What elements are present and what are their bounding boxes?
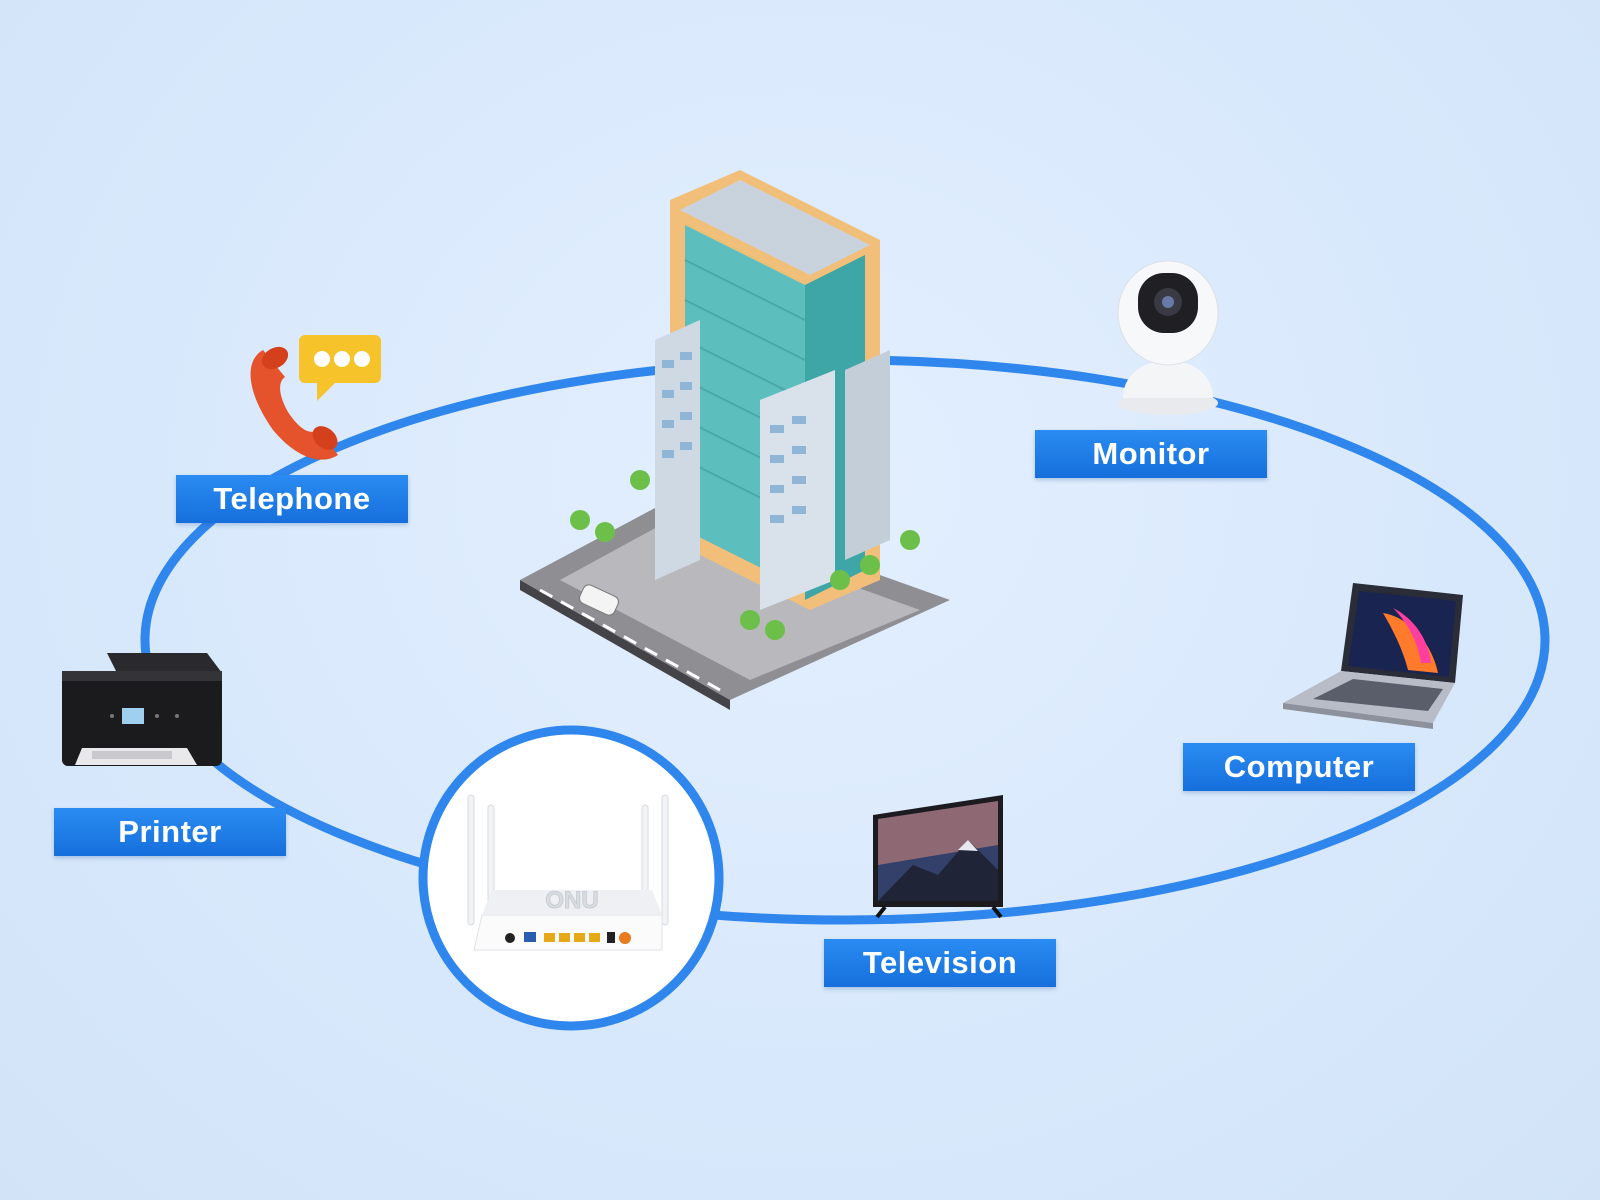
telephone-icon [250, 335, 381, 460]
camera-icon [1117, 260, 1219, 415]
printer-icon [62, 653, 222, 766]
printer-label: Printer [54, 808, 286, 856]
laptop-icon [1283, 583, 1463, 729]
monitor-label: Monitor [1035, 430, 1267, 478]
router-icon: ONU [467, 794, 669, 951]
television-label: Television [824, 939, 1056, 987]
router-hub-circle [418, 725, 724, 1031]
router-brand-text: ONU [545, 887, 598, 914]
telephone-label: Telephone [176, 475, 408, 523]
television-icon [873, 795, 1003, 919]
computer-label: Computer [1183, 743, 1415, 791]
building-icon [520, 170, 950, 710]
